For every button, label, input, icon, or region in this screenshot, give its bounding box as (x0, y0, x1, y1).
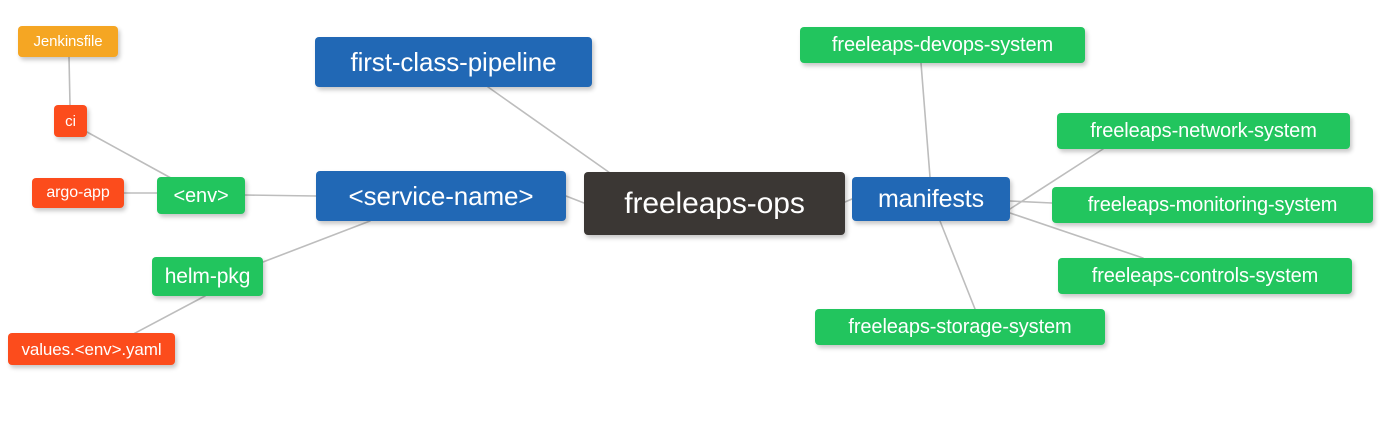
edge-freeleaps-ops-to-service-name (565, 195, 585, 204)
mindmap-node-freeleaps-network-system[interactable]: freeleaps-network-system (1057, 113, 1350, 149)
mindmap-node-argo-app[interactable]: argo-app (32, 178, 124, 208)
node-label: argo-app (46, 184, 110, 201)
edge-manifests-to-freeleaps-monitoring-system (1009, 200, 1053, 204)
node-label: helm-pkg (164, 265, 251, 288)
node-label: values.<env>.yaml (21, 339, 162, 359)
mindmap-node-freeleaps-monitoring-system[interactable]: freeleaps-monitoring-system (1052, 187, 1373, 223)
mindmap-node-manifests[interactable]: manifests (852, 177, 1010, 221)
edge-freeleaps-ops-to-manifests (844, 198, 853, 203)
mindmap-node-ci[interactable]: ci (54, 105, 87, 137)
node-label: Jenkinsfile (33, 33, 103, 50)
mindmap-node-jenkinsfile[interactable]: Jenkinsfile (18, 26, 118, 57)
edge-manifests-to-freeleaps-storage-system (939, 220, 976, 310)
edge-freeleaps-ops-to-first-class-pipeline (487, 86, 621, 181)
node-label: first-class-pipeline (350, 47, 557, 77)
mindmap-node-freeleaps-devops-system[interactable]: freeleaps-devops-system (800, 27, 1085, 63)
node-label: freeleaps-controls-system (1091, 265, 1319, 287)
edge-service-name-to-helm-pkg (262, 220, 371, 263)
edge-ci-to-jenkinsfile (68, 56, 71, 106)
node-label: manifests (877, 184, 985, 213)
node-label: ci (65, 112, 76, 130)
node-label: freeleaps-monitoring-system (1087, 194, 1338, 216)
mindmap-node-freeleaps-storage-system[interactable]: freeleaps-storage-system (815, 309, 1105, 345)
node-label: freeleaps-devops-system (831, 34, 1054, 56)
mindmap-node-values-env-yaml[interactable]: values.<env>.yaml (8, 333, 175, 365)
edge-manifests-to-freeleaps-devops-system (920, 62, 931, 178)
node-label: <service-name> (348, 181, 534, 211)
edge-env-to-ci (86, 131, 181, 184)
mindmap-node-service-name[interactable]: <service-name> (316, 171, 566, 221)
node-label: freeleaps-storage-system (848, 316, 1072, 338)
node-label: freeleaps-network-system (1090, 120, 1317, 142)
node-label: <env> (173, 184, 229, 207)
mindmap-node-freeleaps-controls-system[interactable]: freeleaps-controls-system (1058, 258, 1352, 294)
mindmap-node-env[interactable]: <env> (157, 177, 245, 214)
edge-service-name-to-env (244, 194, 317, 197)
mindmap-node-first-class-pipeline[interactable]: first-class-pipeline (315, 37, 592, 87)
mindmap-node-helm-pkg[interactable]: helm-pkg (152, 257, 263, 296)
mindmap-node-freeleaps-ops[interactable]: freeleaps-ops (584, 172, 845, 235)
node-label: freeleaps-ops (624, 186, 805, 220)
